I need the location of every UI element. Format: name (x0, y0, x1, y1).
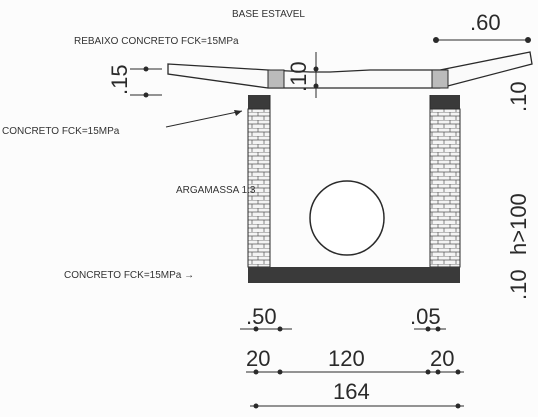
dim-wall-right: .05 (410, 304, 441, 329)
label-argamassa: ARGAMASSA 1:3 (176, 185, 256, 196)
dim-dot (425, 369, 431, 375)
dim-dot (277, 326, 283, 332)
dim-dot (143, 66, 149, 72)
dim-dot (435, 326, 441, 332)
label-rebaixo: REBAIXO CONCRETO FCK=15MPa (74, 36, 239, 47)
dim-wall-left: .50 (246, 304, 277, 329)
right-concrete-cap (430, 95, 460, 109)
dim-left-slab: .15 (107, 64, 132, 95)
side-arrowhead (234, 110, 242, 116)
dim-right-bottom: .10 (506, 269, 531, 300)
dim-inner-120: 120 (328, 346, 365, 371)
dim-dot (435, 369, 441, 375)
pipe-circle (309, 180, 385, 256)
dim-dot (455, 403, 461, 409)
dim-dot (313, 66, 319, 72)
right-brick-wall (429, 108, 461, 268)
dim-total-164: 164 (333, 379, 370, 404)
dim-dot (277, 369, 283, 375)
dim-dot (313, 83, 319, 89)
left-rebaixo-block (267, 69, 285, 89)
left-concrete-cap (248, 95, 270, 109)
dim-right-top: .10 (506, 81, 531, 112)
dim-dot (425, 326, 431, 332)
label-concreto-bottom: CONCRETO FCK=15MPa → (64, 270, 194, 281)
label-base-estavel: BASE ESTAVEL (232, 9, 305, 20)
dim-dot (455, 369, 461, 375)
dim-dot (253, 403, 259, 409)
dim-dot (525, 37, 531, 43)
dim-right-20: 20 (430, 346, 454, 371)
bottom-concrete-slab (248, 267, 460, 283)
dim-dot (253, 326, 259, 332)
right-rebaixo-block (431, 69, 449, 89)
dim-center-slab: .10 (286, 61, 311, 92)
dim-dot (433, 37, 439, 43)
label-concreto-side: CONCRETO FCK=15MPa (2, 126, 120, 137)
dim-dot (253, 369, 259, 375)
dim-dot (143, 92, 149, 98)
side-label-arrow (165, 110, 243, 128)
cover-slab (167, 51, 533, 89)
dim-left-20: 20 (246, 346, 270, 371)
dim-top-width: .60 (470, 10, 501, 35)
dim-right-height: h>100 (506, 193, 531, 255)
